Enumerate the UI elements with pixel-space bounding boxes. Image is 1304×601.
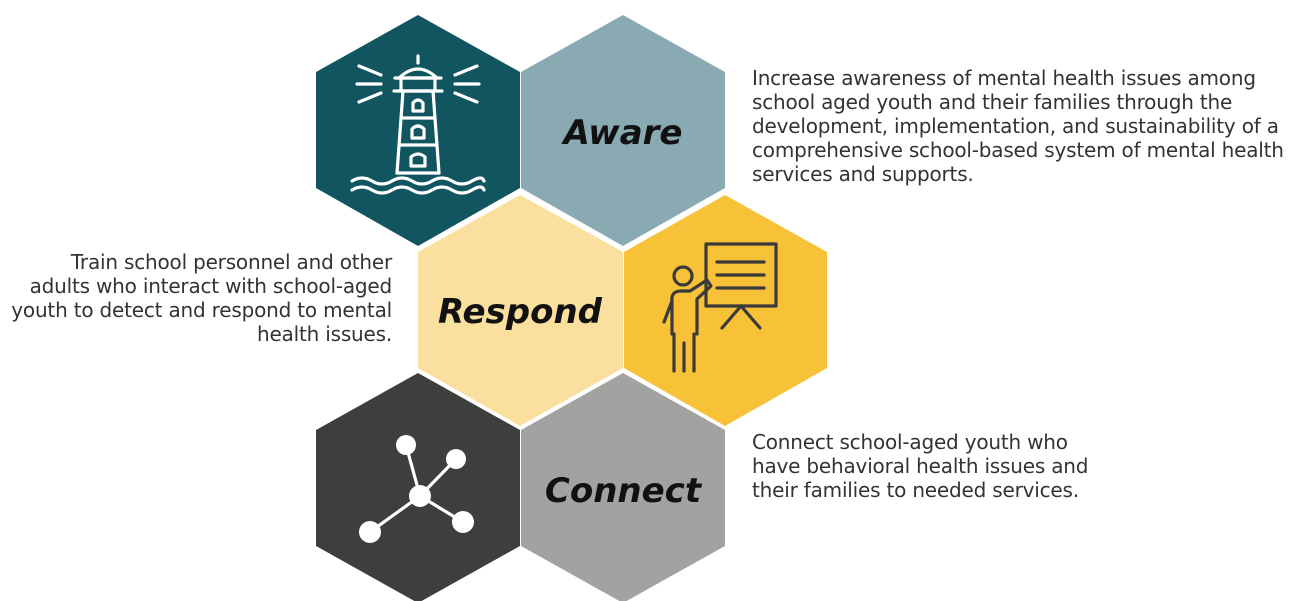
description-respond: Train school personnel and other adults … — [11, 250, 392, 346]
presenter-icon — [662, 242, 778, 373]
label-respond: Respond — [438, 292, 603, 332]
label-connect: Connect — [545, 471, 703, 511]
hexagon-connect — [521, 373, 725, 601]
description-aware: Increase awareness of mental health issu… — [752, 66, 1284, 186]
hexagon-lighthouse — [316, 15, 520, 246]
hexagon-aware — [521, 15, 725, 246]
network-icon — [359, 435, 474, 543]
hexagon-respond — [418, 195, 623, 426]
label-aware: Aware — [561, 113, 683, 153]
description-connect: Connect school-aged youth who have behav… — [752, 430, 1089, 502]
lighthouse-icon — [350, 54, 486, 195]
